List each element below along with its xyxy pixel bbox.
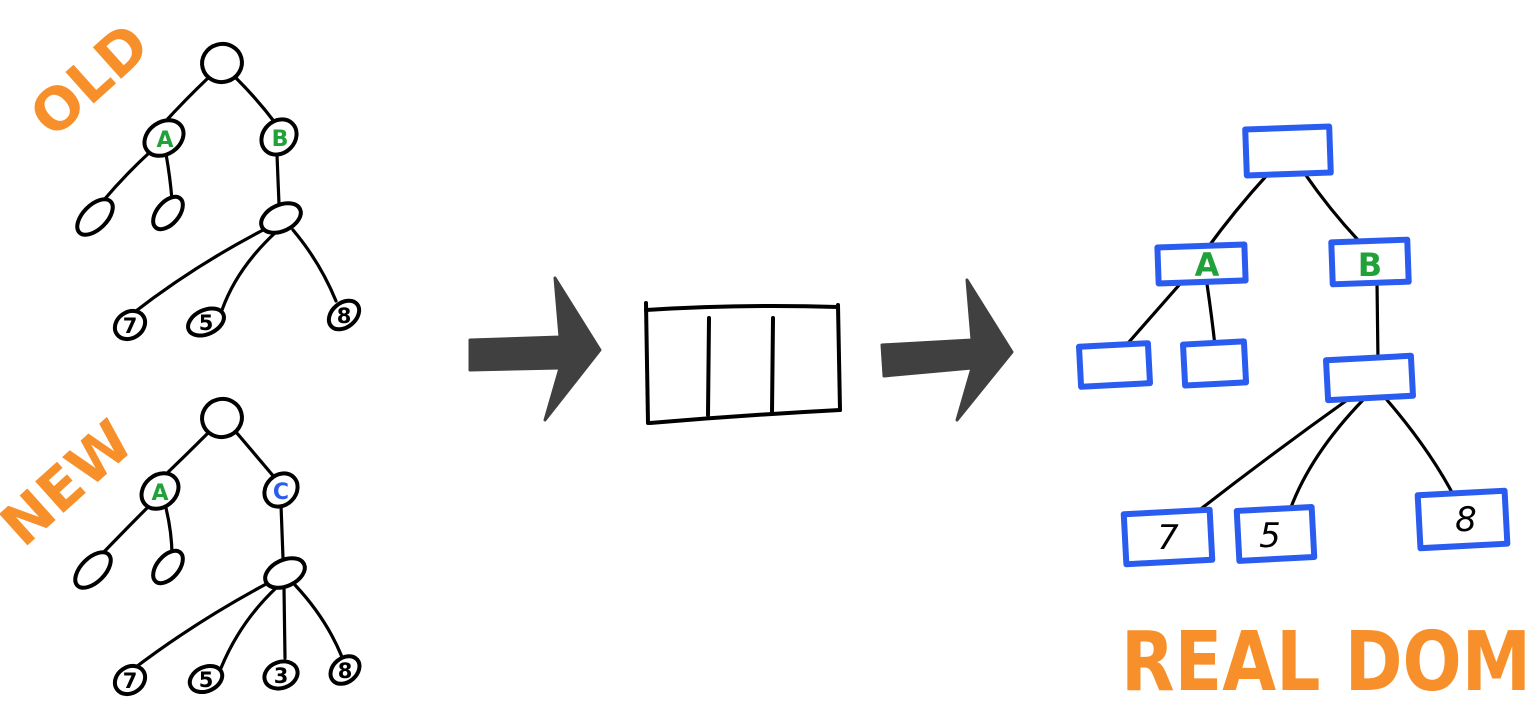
patch-arrow-icon [880, 278, 1014, 422]
dom-leaf-8-label: 8 [1455, 500, 1477, 540]
dom-node-b [1328, 236, 1412, 288]
old-leaf-5-node [186, 306, 226, 338]
old-virtual-tree: A B 7 5 8 OLD [17, 10, 362, 342]
old-leaf-7-node [112, 308, 148, 342]
new-node-a-label: A [151, 481, 168, 506]
old-node-a [142, 118, 186, 158]
old-leaf-8-label: 8 [337, 304, 352, 328]
new-leaf-7-node [112, 663, 148, 697]
new-leaf-empty-2 [151, 548, 185, 586]
new-leaf-7-label: 7 [123, 669, 138, 693]
dom-node-b-label: B [1358, 246, 1382, 284]
real-dom-edges [1120, 172, 1457, 517]
old-node-b-label: B [272, 127, 289, 152]
dom-root-node [1242, 123, 1334, 179]
new-leaf-3-node [262, 659, 300, 691]
new-mid-node [263, 556, 307, 590]
new-node-a [139, 471, 181, 511]
old-tree-edges [101, 76, 338, 316]
old-leaf-5-label: 5 [199, 311, 214, 335]
new-root-node [200, 396, 244, 440]
dom-leaf-7-label: 7 [1157, 518, 1179, 558]
dom-leaf-7-node [1120, 506, 1216, 568]
new-leaf-3-label: 3 [274, 664, 289, 688]
patch-queue [644, 301, 842, 425]
new-node-c-label: C [273, 480, 289, 505]
dom-node-a [1154, 241, 1249, 287]
old-leaf-7-label: 7 [123, 314, 138, 338]
new-tree-edges [98, 430, 344, 672]
real-dom-title: REAL DOM [1121, 615, 1531, 710]
old-node-b [259, 117, 299, 157]
new-virtual-tree: A C 7 5 3 8 NEW [0, 396, 362, 697]
old-leaf-empty-1 [75, 197, 115, 237]
dom-leaf-empty-2 [1179, 338, 1250, 389]
real-dom-tree: A B 7 5 8 REAL DOM [1075, 123, 1531, 710]
dom-mid-node [1323, 352, 1416, 404]
old-node-a-label: A [156, 128, 173, 153]
new-leaf-8-label: 8 [338, 659, 353, 683]
old-root-node [200, 41, 244, 85]
new-leaf-5-label: 5 [199, 668, 214, 692]
dom-leaf-5-label: 5 [1259, 516, 1281, 556]
old-leaf-empty-2 [151, 194, 185, 232]
new-node-c [262, 471, 300, 509]
diff-arrow-icon [468, 276, 602, 422]
dom-node-a-label: A [1195, 246, 1220, 284]
new-leaf-8-node [328, 654, 362, 686]
old-tree-title: OLD [17, 10, 162, 150]
dom-leaf-5-node [1233, 504, 1318, 564]
new-leaf-empty-1 [73, 550, 113, 590]
dom-leaf-empty-1 [1075, 340, 1153, 390]
new-leaf-5-node [187, 663, 225, 695]
dom-leaf-8-node [1414, 487, 1511, 552]
new-tree-title: NEW [0, 407, 146, 559]
old-leaf-8-node [326, 298, 362, 332]
old-mid-node [259, 201, 303, 235]
